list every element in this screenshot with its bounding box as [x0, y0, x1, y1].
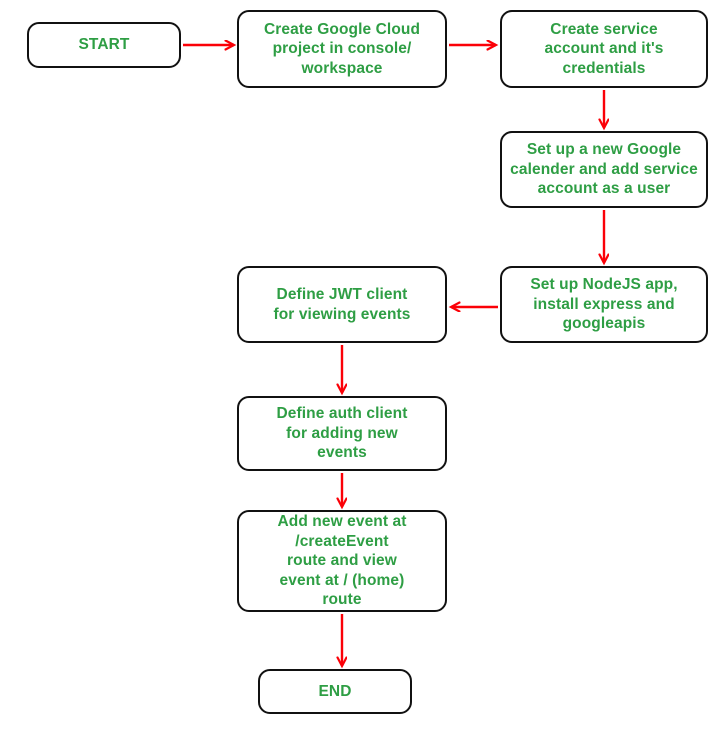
node-define-auth-client: Define auth client for adding new events: [237, 396, 447, 471]
node-create-project-label: Create Google Cloud project in console/ …: [263, 20, 421, 77]
node-start-label: START: [78, 36, 130, 54]
node-end-label: END: [318, 682, 352, 700]
node-create-project: Create Google Cloud project in console/ …: [237, 10, 447, 88]
node-setup-calendar-label: Set up a new Google calender and add ser…: [510, 141, 698, 198]
node-create-service-account-label: Create service account and it's credenti…: [544, 20, 664, 77]
node-define-jwt-client: Define JWT client for viewing events: [237, 266, 447, 343]
node-start: START: [27, 22, 181, 68]
node-setup-nodejs: Set up NodeJS app, install express and g…: [500, 266, 708, 343]
node-add-new-event-label: Add new event at /createEvent route and …: [277, 513, 407, 609]
node-add-new-event: Add new event at /createEvent route and …: [237, 510, 447, 612]
node-define-auth-client-label: Define auth client for adding new events: [276, 405, 408, 462]
node-setup-nodejs-label: Set up NodeJS app, install express and g…: [530, 276, 678, 333]
node-setup-calendar: Set up a new Google calender and add ser…: [500, 131, 708, 208]
node-create-service-account: Create service account and it's credenti…: [500, 10, 708, 88]
node-end: END: [258, 669, 412, 714]
node-define-jwt-client-label: Define JWT client for viewing events: [273, 286, 411, 323]
